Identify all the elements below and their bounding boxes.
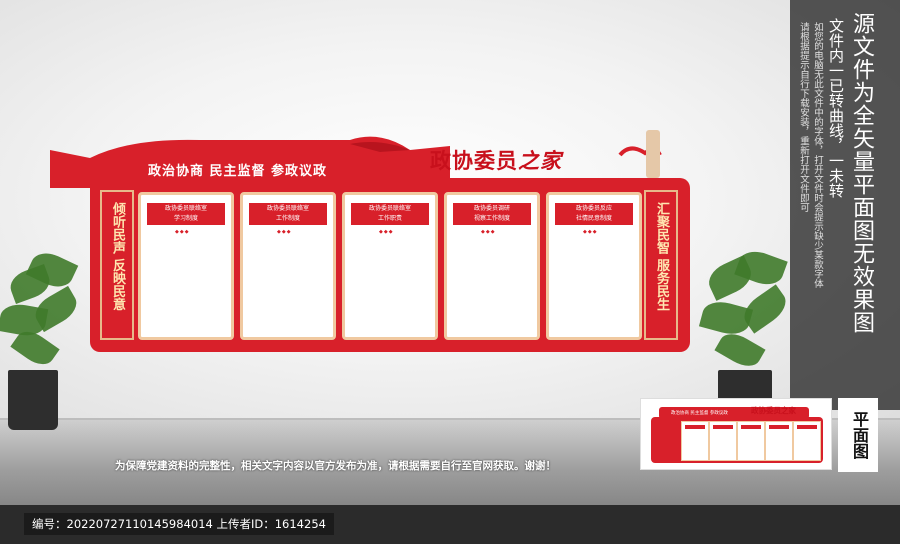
info-strip xyxy=(790,0,900,410)
mini-panel xyxy=(681,421,709,461)
notice-text: 为保障党建资料的完整性，相关文字内容以官方发布为准，请根据需要自行至官网获取。谢… xyxy=(115,460,556,472)
flat-preview: 政治协商 民主监督 参政议政 政协委员之家 xyxy=(640,398,832,470)
flat-label: 平面图 xyxy=(838,398,878,472)
mini-panel xyxy=(737,421,765,461)
dots-divider-icon: ◆◆◆ xyxy=(379,229,394,235)
panel-heading: 政协委员联络室工作制度 xyxy=(249,203,327,225)
plant-left xyxy=(0,247,83,430)
info-line-4: 请根据提示自行下载安装，重新打开文件即可 xyxy=(798,22,809,212)
info-line-3: 如您的电脑无此文件中的字体，打开文件时会提示缺少某款字体 xyxy=(812,22,823,288)
board-title-tail: 之家 xyxy=(518,148,562,173)
dots-divider-icon: ◆◆◆ xyxy=(583,229,598,235)
ribbon-ornament-icon xyxy=(618,130,662,178)
left-side-panel: 倾听民声 反映民意 xyxy=(100,190,134,340)
board-title-main: 政协委员 xyxy=(430,148,518,173)
content-panel-5: 政协委员反应社情民意制度 ◆◆◆ xyxy=(546,192,642,340)
mini-title: 政协委员之家 xyxy=(751,406,796,415)
mini-slogan: 政治协商 民主监督 参政议政 xyxy=(671,411,728,416)
panel-heading: 政协委员联络室工作职责 xyxy=(351,203,429,225)
mini-panel xyxy=(793,421,821,461)
content-panel-2: 政协委员联络室工作制度 ◆◆◆ xyxy=(240,192,336,340)
left-vertical-slogan: 倾听民声 反映民意 xyxy=(110,202,125,311)
mini-ribbon xyxy=(659,407,809,419)
dots-divider-icon: ◆◆◆ xyxy=(277,229,292,235)
panel-heading: 政协委员调研视察工作制度 xyxy=(453,203,531,225)
content-panel-3: 政协委员联络室工作职责 ◆◆◆ xyxy=(342,192,438,340)
board-slogan: 政治协商 民主监督 参政议政 xyxy=(148,164,328,179)
content-panel-4: 政协委员调研视察工作制度 ◆◆◆ xyxy=(444,192,540,340)
info-line-2: 文件内一已转曲线，一未转 xyxy=(827,18,845,198)
info-bar-text: 编号：20220727110145984014 上传者ID：1614254 xyxy=(24,513,334,535)
dots-divider-icon: ◆◆◆ xyxy=(481,229,496,235)
panel-heading: 政协委员联络室学习制度 xyxy=(147,203,225,225)
mini-panel xyxy=(709,421,737,461)
info-line-1: 源文件为全矢量平面图无效果图 xyxy=(849,12,874,334)
mini-board xyxy=(651,417,823,463)
right-side-panel: 汇聚民智 服务民生 xyxy=(644,190,678,340)
right-vertical-slogan: 汇聚民智 服务民生 xyxy=(654,202,669,311)
board-title: 政协委员之家 xyxy=(430,145,562,175)
content-panel-1: 政协委员联络室学习制度 ◆◆◆ xyxy=(138,192,234,340)
dots-divider-icon: ◆◆◆ xyxy=(175,229,190,235)
mini-panel xyxy=(765,421,793,461)
board-top-ribbon xyxy=(50,136,450,188)
panel-heading: 政协委员反应社情民意制度 xyxy=(555,203,633,225)
